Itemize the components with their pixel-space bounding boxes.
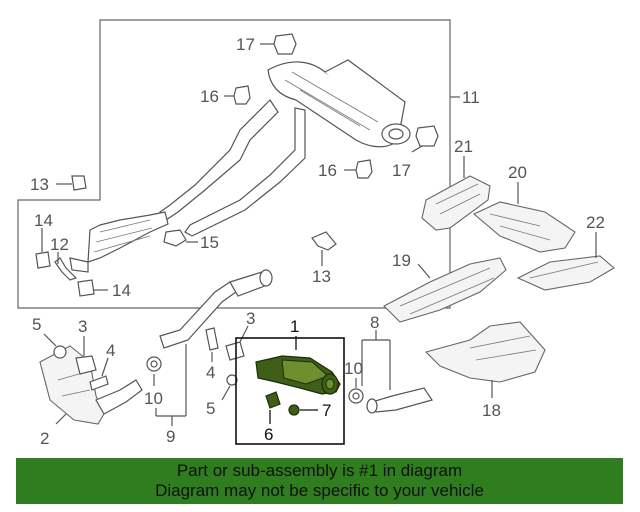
leader-3b [239, 325, 249, 343]
callout-1: 1 [290, 317, 299, 336]
part-1-frame [235, 337, 345, 445]
callout-5a: 5 [32, 315, 41, 334]
intermediate-pipe [159, 269, 273, 349]
callout-16a: 16 [200, 87, 219, 106]
callout-13a: 13 [30, 175, 49, 194]
callout-17b: 17 [392, 161, 411, 180]
notice-banner: Part or sub-assembly is #1 in diagram Di… [16, 458, 623, 504]
rear-pipe-8 [366, 387, 433, 414]
heat-shield-19 [383, 257, 507, 323]
callout-18: 18 [482, 401, 501, 420]
callout-16b: 16 [318, 161, 337, 180]
assembly-frame-11 [17, 19, 451, 309]
callout-10a: 10 [144, 389, 163, 408]
leader-5a [43, 333, 57, 347]
callout-14a: 14 [34, 211, 53, 230]
callout-2: 2 [40, 429, 49, 448]
hanger-13a [71, 175, 87, 191]
callout-3a: 3 [78, 317, 87, 336]
gasket-3b [225, 341, 245, 361]
callout-10b: 10 [344, 359, 363, 378]
bracket-13b [311, 231, 337, 251]
callout-22: 22 [586, 213, 605, 232]
leader-4a [101, 357, 109, 377]
bolt-4b [205, 327, 219, 351]
hanger-17a [273, 33, 297, 55]
callout-4b: 4 [206, 363, 215, 382]
callout-9: 9 [166, 427, 175, 446]
callout-4a: 4 [106, 341, 115, 360]
exhaust-parts-diagram: 17 16 11 13 16 17 21 20 22 14 12 15 13 1… [17, 19, 615, 448]
callout-3b: 3 [246, 309, 255, 328]
clamp-10b [348, 388, 364, 404]
gasket-3a [75, 355, 97, 375]
nut-5b [226, 374, 238, 386]
heat-shield-21 [421, 175, 491, 231]
leader-5b [221, 385, 231, 401]
hanger-16a [233, 85, 251, 105]
hanger-16b [355, 159, 373, 179]
callout-8: 8 [370, 313, 379, 332]
bracket-9 [155, 344, 187, 426]
callout-13b: 13 [312, 267, 331, 286]
muffler-assembly [54, 59, 411, 281]
callout-11: 11 [462, 88, 480, 107]
callout-14b: 14 [112, 281, 131, 300]
callout-17a: 17 [236, 35, 255, 54]
callout-7: 7 [322, 401, 331, 420]
bracket-8 [361, 330, 391, 390]
callout-21: 21 [454, 137, 473, 156]
notice-line-1: Part or sub-assembly is #1 in diagram [176, 461, 463, 480]
hanger-17b [415, 125, 439, 147]
leader-17b [411, 145, 423, 153]
catalytic-converter-1 [255, 355, 341, 395]
bolt-4a [89, 375, 109, 391]
bolt-7 [288, 404, 300, 416]
heat-shield-20 [472, 201, 576, 253]
leader-2 [55, 413, 67, 425]
clamp-10a [146, 356, 162, 372]
callout-6: 6 [264, 425, 273, 444]
hanger-14b [77, 279, 95, 297]
callout-20: 20 [508, 163, 527, 182]
callout-15: 15 [200, 233, 219, 252]
nut-5a [53, 345, 67, 359]
notice-line-2: Diagram may not be specific to your vehi… [155, 481, 484, 500]
bracket-15 [163, 229, 187, 247]
callout-5b: 5 [206, 399, 215, 418]
callout-19: 19 [392, 251, 411, 270]
heat-shield-18 [424, 321, 546, 383]
heat-shield-22 [516, 255, 615, 291]
sensor-6 [265, 391, 281, 409]
hanger-14a [35, 251, 51, 269]
callout-12: 12 [50, 235, 69, 254]
leader-19 [417, 263, 431, 279]
